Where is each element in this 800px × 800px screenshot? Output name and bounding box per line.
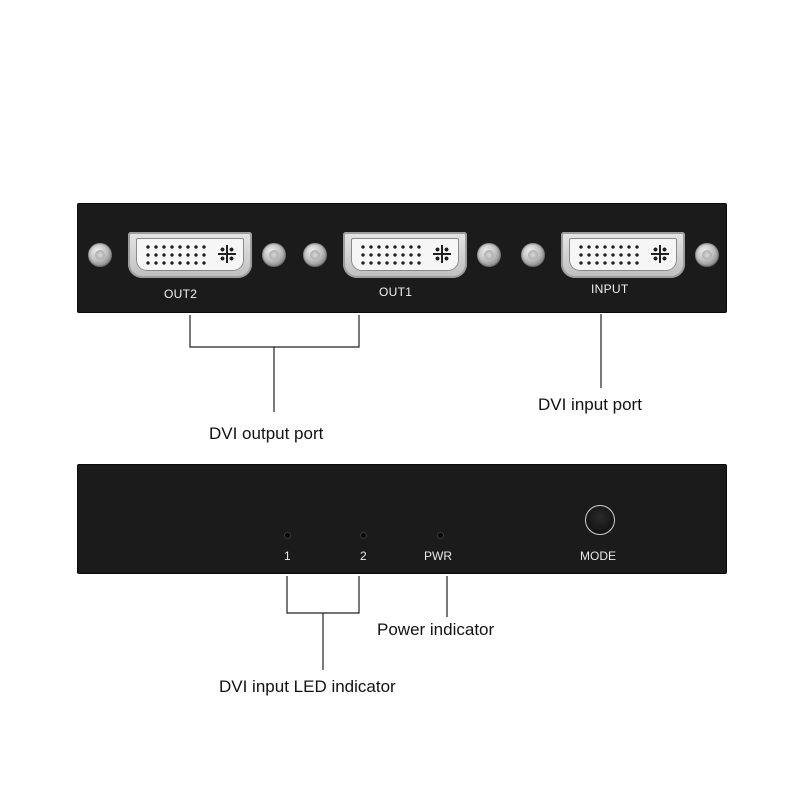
mode-label: MODE [580, 549, 616, 563]
dvi-connector-icon [128, 232, 252, 278]
front-panel: 1 2 PWR MODE [77, 464, 727, 574]
led-label-2: 2 [360, 549, 367, 563]
thumbscrew-icon [477, 243, 501, 267]
callout-dvi-input-port: DVI input port [538, 395, 642, 414]
led-indicator-2 [361, 533, 366, 538]
callout-dvi-output-port: DVI output port [209, 424, 324, 443]
callout-line-leds [286, 576, 360, 614]
dvi-port-out1[interactable] [303, 232, 521, 280]
rear-panel: OUT2 OUT1 INPUT [77, 203, 727, 313]
dvi-port-out2[interactable] [88, 232, 306, 280]
led-label-1: 1 [284, 549, 291, 563]
thumbscrew-icon [695, 243, 719, 267]
thumbscrew-icon [262, 243, 286, 267]
thumbscrew-icon [303, 243, 327, 267]
port-label-input: INPUT [591, 282, 629, 296]
dvi-connector-icon [561, 232, 685, 278]
callout-power-indicator: Power indicator [377, 620, 495, 639]
dvi-port-input[interactable] [521, 232, 739, 280]
port-label-out1: OUT1 [379, 285, 413, 299]
led-label-pwr: PWR [424, 549, 452, 563]
port-label-out2: OUT2 [164, 287, 198, 301]
dvi-connector-icon [343, 232, 467, 278]
callout-line-output [189, 315, 360, 348]
callout-dvi-input-led-indicator: DVI input LED indicator [219, 677, 396, 696]
led-indicator-pwr [438, 533, 443, 538]
thumbscrew-icon [521, 243, 545, 267]
thumbscrew-icon [88, 243, 112, 267]
led-indicator-1 [285, 533, 290, 538]
mode-button[interactable] [585, 505, 615, 535]
